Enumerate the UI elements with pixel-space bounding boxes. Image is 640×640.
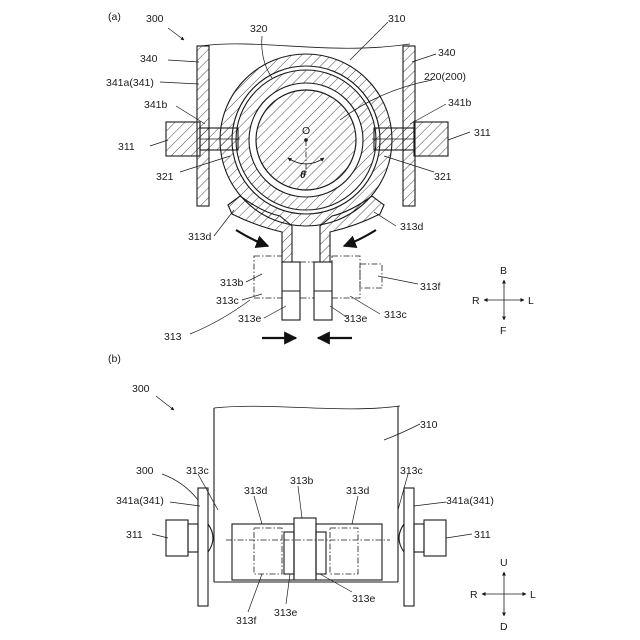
compass-b-right: L <box>530 589 536 601</box>
label-313c-l: 313c <box>216 295 239 307</box>
leader-313c-l <box>242 294 262 300</box>
b-right-plate-341a <box>404 488 414 606</box>
label-313: 313 <box>164 331 182 343</box>
leader-340-r <box>412 54 436 62</box>
leader-300a <box>168 28 184 40</box>
compass-a: B F R L <box>472 265 534 337</box>
b-label-300: 300 <box>132 383 150 395</box>
leader-311-l <box>150 140 168 146</box>
label-320: 320 <box>250 23 268 35</box>
b-left-nut-311 <box>166 520 188 556</box>
label-341a: 341a(341) <box>106 77 154 89</box>
right-nut-311 <box>414 122 448 156</box>
bolt-body <box>300 262 314 298</box>
b-label-313b: 313b <box>290 475 314 487</box>
label-313f-a: 313f <box>420 281 441 293</box>
b-left-nut-inner <box>188 524 198 552</box>
label-341b-r: 341b <box>448 97 472 109</box>
theta-label: θ <box>300 169 306 181</box>
b-leader-310 <box>384 424 420 440</box>
arrow-clamp-right <box>344 230 376 246</box>
b-label-311-r: 311 <box>474 529 491 541</box>
leader-313d-l <box>214 210 234 236</box>
bolt-head-313b <box>254 256 282 298</box>
nut-313f <box>332 256 360 298</box>
label-313e-l: 313e <box>238 313 262 325</box>
b-nut-phantom-right <box>330 528 358 574</box>
b-leader-313c-r <box>398 474 408 510</box>
b-nut-phantom-313f <box>254 528 282 574</box>
leader-310 <box>350 22 388 60</box>
label-313c-r: 313c <box>384 309 407 321</box>
b-leader-341a-r <box>414 502 446 506</box>
label-220: 220(200) <box>424 71 466 83</box>
label-321-r: 321 <box>434 171 452 183</box>
leader-313e-l <box>264 306 286 318</box>
panel-b-label: (b) <box>108 353 121 365</box>
label-310a: 310 <box>388 13 406 25</box>
label-341b-l: 341b <box>144 99 168 111</box>
b-label-313e-l: 313e <box>274 607 298 619</box>
b-fastener-right-313e <box>316 532 326 574</box>
leader-313f <box>378 276 418 284</box>
compass-a-left: R <box>472 295 480 307</box>
frame-top-cut <box>200 44 410 48</box>
b-label-310: 310 <box>420 419 438 431</box>
label-340-r: 340 <box>438 47 456 59</box>
b-leader-313b <box>298 486 302 518</box>
b-leader-313d-l <box>254 496 262 524</box>
b-label-313e-r: 313e <box>352 593 376 605</box>
b-label-341a-l: 341a(341) <box>116 495 164 507</box>
leader-340-l <box>168 60 199 62</box>
compass-b-bottom: D <box>500 621 508 633</box>
b-label-300-side: 300 <box>136 465 154 477</box>
b-leader-300 <box>156 396 174 410</box>
b-left-washer <box>208 524 213 552</box>
b-leader-313e-r <box>320 574 352 592</box>
compass-a-bottom: F <box>500 325 506 337</box>
label-321-l: 321 <box>156 171 174 183</box>
b-top-cut <box>214 406 400 409</box>
leader-311-r <box>448 132 470 140</box>
b-label-341a-r: 341a(341) <box>446 495 494 507</box>
arrow-clamp-left <box>236 230 268 246</box>
leader-341a <box>160 82 199 84</box>
label-340-l: 340 <box>140 53 158 65</box>
b-label-311-l: 311 <box>126 529 143 541</box>
b-bolt-313b <box>294 518 316 580</box>
b-right-nut-311 <box>424 520 446 556</box>
b-leader-313e-l <box>286 574 290 604</box>
compass-b-left: R <box>470 589 478 601</box>
b-label-313c-r: 313c <box>400 465 423 477</box>
b-label-313d-r: 313d <box>346 485 370 497</box>
b-leader-341a-l <box>170 502 200 506</box>
b-leader-300-side <box>162 474 198 500</box>
right-wall-340 <box>403 46 415 206</box>
label-311-l: 311 <box>118 141 135 153</box>
leader-313d-r <box>374 212 396 226</box>
panel-a-label: (a) <box>108 11 121 23</box>
b-leader-311-r <box>446 534 472 538</box>
b-label-313d-l: 313d <box>244 485 268 497</box>
b-right-washer <box>399 524 404 552</box>
label-313d-l: 313d <box>188 231 212 243</box>
compass-b: U D R L <box>470 557 536 633</box>
label-313e-r: 313e <box>344 313 368 325</box>
compass-b-top: U <box>500 557 508 569</box>
label-313b-a: 313b <box>220 277 244 289</box>
label-300a: 300 <box>146 13 164 25</box>
b-label-313f: 313f <box>236 615 257 627</box>
leader-313c-r <box>350 296 380 314</box>
label-311-r: 311 <box>474 127 491 139</box>
compass-a-top: B <box>500 265 507 277</box>
left-nut-311 <box>166 122 200 156</box>
b-fastener-left-313e <box>284 532 294 574</box>
b-label-313c-l: 313c <box>186 465 209 477</box>
label-313d-r: 313d <box>400 221 424 233</box>
b-leader-313d-r <box>352 496 358 524</box>
b-right-nut-inner <box>414 524 424 552</box>
center-o-label: O <box>302 125 310 137</box>
compass-a-right: L <box>528 295 534 307</box>
